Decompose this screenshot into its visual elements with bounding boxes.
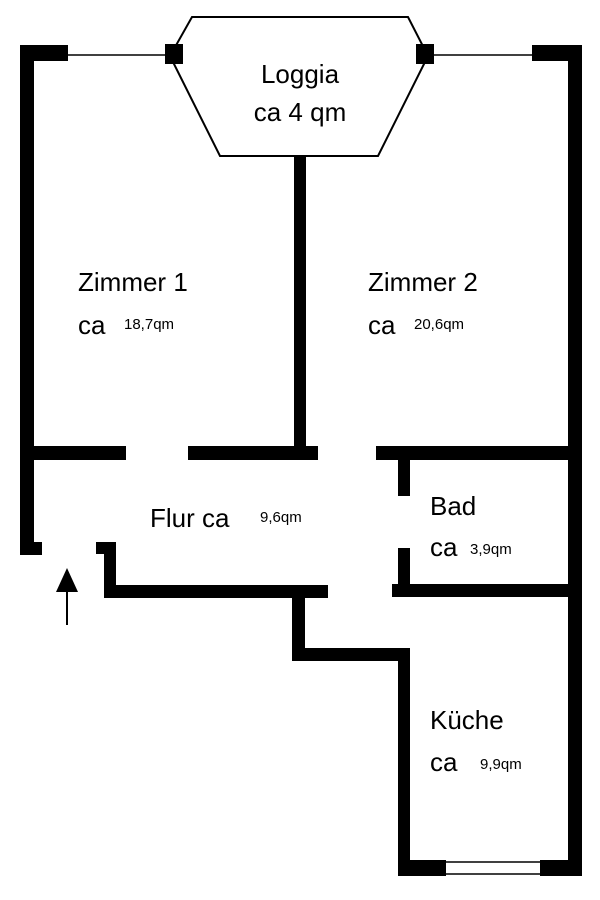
windows <box>66 54 540 875</box>
wall-mid-right <box>376 446 582 460</box>
wall-step-vertical <box>292 585 305 661</box>
wall-hall-left <box>104 542 116 598</box>
wall-step-horizontal <box>292 648 410 661</box>
bad-ca: ca <box>430 532 458 562</box>
zimmer2-area: 20,6qm <box>414 316 464 333</box>
wall-kitchen-left <box>398 648 410 876</box>
zimmer2-title: Zimmer 2 <box>368 267 478 297</box>
up-arrow-icon <box>56 568 78 625</box>
wall-room-divider <box>294 156 306 456</box>
bad-title: Bad <box>430 491 476 521</box>
zimmer1-area: 18,7qm <box>124 316 174 333</box>
kueche-title: Küche <box>430 705 504 735</box>
zimmer1-title: Zimmer 1 <box>78 267 188 297</box>
wall-kitchen-bottom-left <box>398 860 446 876</box>
wall-bath-bottom <box>392 584 582 597</box>
walls <box>20 44 582 876</box>
wall-bath-left-bottom <box>398 548 410 588</box>
flur-area: 9,6qm <box>260 509 302 526</box>
bad-area: 3,9qm <box>470 541 512 558</box>
wall-left-top-block <box>20 45 68 61</box>
loggia-outline <box>168 16 430 157</box>
post-right <box>416 44 434 64</box>
wall-mid-left <box>20 446 126 460</box>
wall-left <box>20 45 34 555</box>
wall-kitchen-bottom-right <box>540 860 582 876</box>
wall-left-bottom-stub <box>20 542 42 555</box>
zimmer2-ca: ca <box>368 310 396 340</box>
kueche-ca: ca <box>430 747 458 777</box>
zimmer1-ca: ca <box>78 310 106 340</box>
loggia-area: ca 4 qm <box>254 97 347 127</box>
flur-title: Flur ca <box>150 503 230 533</box>
wall-mid-center <box>188 446 318 460</box>
wall-right-top-block <box>532 45 582 61</box>
kueche-area: 9,9qm <box>480 756 522 773</box>
wall-bath-left-top <box>398 446 410 496</box>
post-left <box>165 44 183 64</box>
loggia-title: Loggia <box>261 59 340 89</box>
wall-hall-bottom <box>104 585 328 598</box>
